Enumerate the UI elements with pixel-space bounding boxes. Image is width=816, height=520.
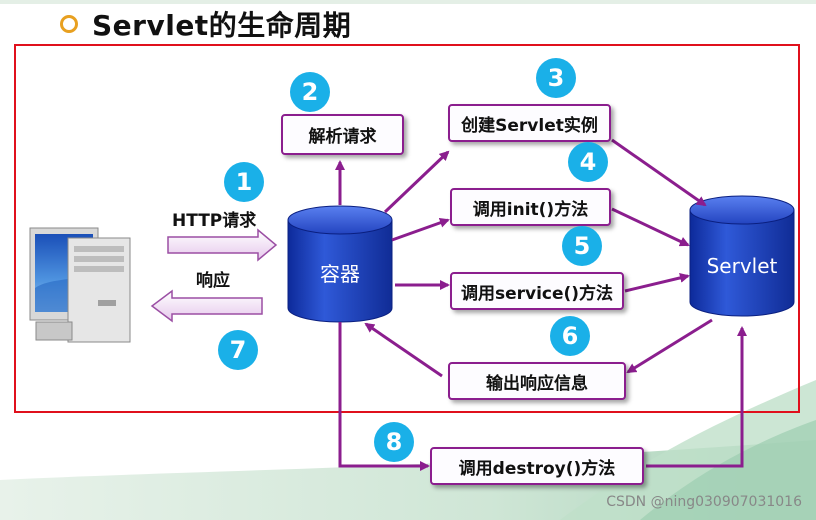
step-badge-6: 6 <box>550 316 590 356</box>
watermark: CSDN @ning030907031016 <box>606 494 802 510</box>
box-parse-request: 解析请求 <box>281 114 404 155</box>
step-badge-5: 5 <box>562 226 602 266</box>
step-badge-4: 4 <box>568 142 608 182</box>
request-arrow <box>167 228 278 262</box>
step-badge-7: 7 <box>218 330 258 370</box>
arrow-container-destroy <box>338 322 430 471</box>
arrow-container-create <box>383 150 450 214</box>
box-output-response: 输出响应信息 <box>448 362 626 400</box>
arrow-container-init <box>391 217 450 242</box>
step-badge-1: 1 <box>224 162 264 202</box>
container-cylinder <box>287 205 393 323</box>
box-call-service: 调用service()方法 <box>450 272 624 310</box>
box-call-destroy: 调用destroy()方法 <box>430 447 644 485</box>
page-title: Servlet的生命周期 <box>60 4 351 44</box>
step-badge-3: 3 <box>536 58 576 98</box>
arrow-init-servlet <box>611 207 690 247</box>
page-title-text: Servlet的生命周期 <box>92 9 352 42</box>
arrow-output-container <box>364 322 443 378</box>
arrow-destroy-servlet <box>646 326 747 468</box>
servlet-cylinder <box>689 195 795 317</box>
step-badge-8: 8 <box>374 422 414 462</box>
arrow-create-servlet <box>611 138 707 207</box>
title-bullet-icon <box>60 15 78 33</box>
arrow-servlet-output <box>626 318 713 374</box>
step-badge-2: 2 <box>290 72 330 112</box>
container-label: 容器 <box>320 261 360 286</box>
arrow-service-servlet <box>624 272 690 293</box>
response-arrow <box>150 289 263 323</box>
response-label: 响应 <box>196 271 230 291</box>
box-create-servlet: 创建Servlet实例 <box>448 104 611 142</box>
computer-icon <box>29 227 131 343</box>
http-request-label: HTTP请求 <box>172 211 257 231</box>
servlet-label: Servlet <box>706 254 778 278</box>
box-call-init: 调用init()方法 <box>450 188 611 226</box>
diagram-frame <box>14 44 800 413</box>
